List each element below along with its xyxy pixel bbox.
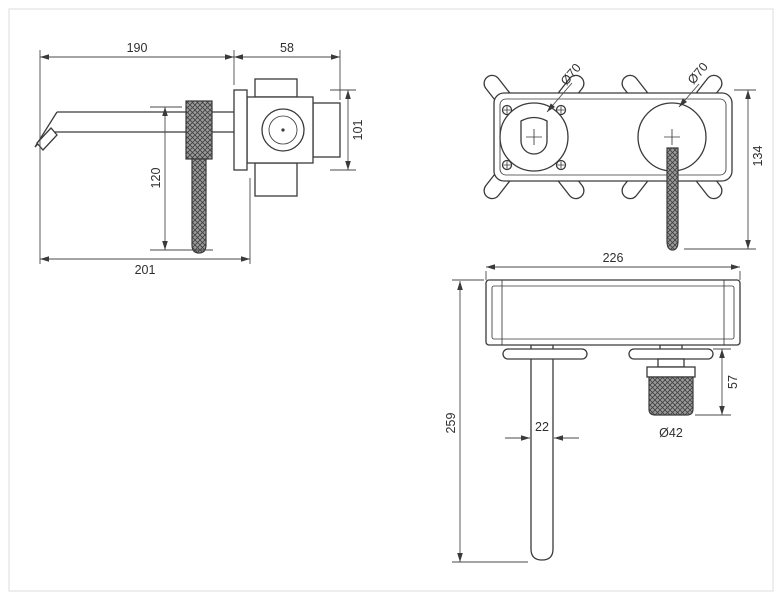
dim-label-101: 101 xyxy=(351,120,365,141)
dim-label-226: 226 xyxy=(603,251,624,265)
bracket-bottom-wing xyxy=(254,162,298,197)
spout-tube-plan xyxy=(530,344,554,561)
center-cross-icon xyxy=(664,129,680,145)
dim-label-22: 22 xyxy=(535,420,549,434)
handle-lever-rod xyxy=(191,158,207,254)
bracket-top-wing xyxy=(254,78,298,98)
dim-22: 22 xyxy=(505,420,579,441)
cartridge-circle-inner xyxy=(268,115,298,145)
handle-escutcheon xyxy=(628,348,714,360)
dim-label-57: 57 xyxy=(726,375,740,389)
screw-cross-icon xyxy=(503,161,511,169)
cartridge-center-dot xyxy=(281,128,285,132)
plan-view: 226 57 22 Ø42 259 xyxy=(444,251,741,563)
spout-aerator xyxy=(36,127,58,151)
page-border xyxy=(8,8,774,592)
dim-label-259: 259 xyxy=(444,413,458,434)
screw-cross-icon xyxy=(503,106,511,114)
center-cross-icon xyxy=(526,129,542,145)
dim-chain-top: 190 58 xyxy=(39,41,341,264)
leader-line xyxy=(678,83,700,108)
dim-label-58: 58 xyxy=(280,41,294,55)
side-view: 190 58 101 120 201 xyxy=(34,41,365,277)
valve-body-rear xyxy=(312,102,341,158)
dim-57: 57 xyxy=(695,348,740,416)
front-view: Ø70 Ø70 134 xyxy=(483,60,765,251)
handle-base xyxy=(646,366,696,378)
body-plan xyxy=(485,279,741,346)
handle-knob-knurl xyxy=(648,376,694,416)
wall-flange xyxy=(233,89,248,171)
screw-cross-icon xyxy=(557,106,565,114)
dim-134: 134 xyxy=(684,89,765,250)
dim-226: 226 xyxy=(485,251,741,280)
dim-120: 120 xyxy=(149,106,213,251)
screw-cross-icon xyxy=(557,161,565,169)
spout-escutcheon xyxy=(502,348,588,360)
screw-holes xyxy=(501,104,567,171)
handle-stem-rod xyxy=(666,147,679,251)
dim-label-134: 134 xyxy=(751,146,765,167)
handle-neck xyxy=(657,358,685,368)
body-plan-inner xyxy=(491,285,735,340)
dia-label-knob: Ø42 xyxy=(659,426,683,440)
dim-label-120: 120 xyxy=(149,168,163,189)
dim-101: 101 xyxy=(330,89,365,171)
handle-collar-knurl xyxy=(185,100,213,160)
dim-259: 259 xyxy=(444,279,528,563)
leader-line xyxy=(546,82,573,113)
dim-label-190: 190 xyxy=(127,41,148,55)
body-end-caps xyxy=(501,280,725,345)
dim-201: 201 xyxy=(40,178,251,277)
dim-label-201: 201 xyxy=(135,263,156,277)
